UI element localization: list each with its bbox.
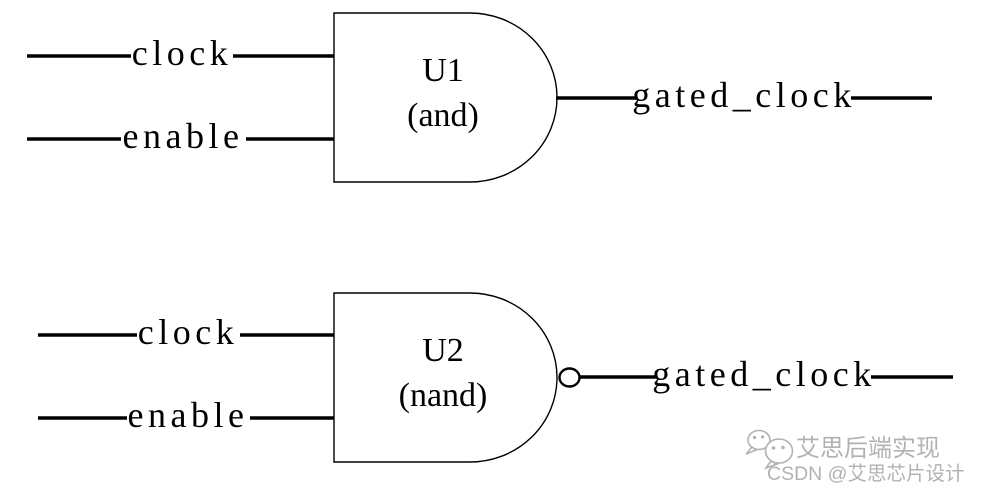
u2-nand-gate-shape bbox=[333, 292, 558, 463]
wechat-bubble-large-tail bbox=[763, 459, 780, 470]
u1-type-label: (and) bbox=[407, 97, 479, 134]
wechat-eye bbox=[781, 445, 785, 450]
u2-instance-label: U2 bbox=[422, 332, 464, 369]
wechat-icon bbox=[745, 429, 794, 470]
watermark-line1: 艾思后端实现 bbox=[796, 435, 940, 462]
u1-instance-label: U1 bbox=[422, 52, 464, 89]
u2-type-label: (nand) bbox=[399, 377, 488, 414]
u2-output-net-label: gated_clock bbox=[652, 354, 875, 394]
u1-output-net-label: gated_clock bbox=[632, 75, 855, 115]
gate-u1-group: clock enable U1 (and) gated_clock bbox=[27, 12, 932, 183]
u1-and-gate-shape bbox=[333, 12, 558, 183]
watermark-line2: CSDN @艾思芯片设计 bbox=[767, 463, 964, 485]
wechat-bubble-small bbox=[747, 429, 771, 451]
wechat-bubble-large bbox=[764, 438, 794, 464]
wechat-eye bbox=[760, 435, 765, 439]
wechat-eye bbox=[771, 446, 776, 450]
wechat-bubble-small-tail bbox=[745, 445, 758, 455]
watermark: 艾思后端实现 CSDN @艾思芯片设计 bbox=[745, 429, 964, 485]
u2-inversion-bubble bbox=[558, 367, 581, 388]
wechat-eye bbox=[752, 435, 757, 440]
u2-clock-net-label: clock bbox=[138, 312, 238, 352]
u1-clock-net-label: clock bbox=[132, 33, 232, 73]
gate-u2-group: clock enable U2 (nand) gated_clock bbox=[38, 292, 953, 463]
u2-enable-net-label: enable bbox=[128, 395, 249, 435]
u1-enable-net-label: enable bbox=[123, 116, 244, 156]
